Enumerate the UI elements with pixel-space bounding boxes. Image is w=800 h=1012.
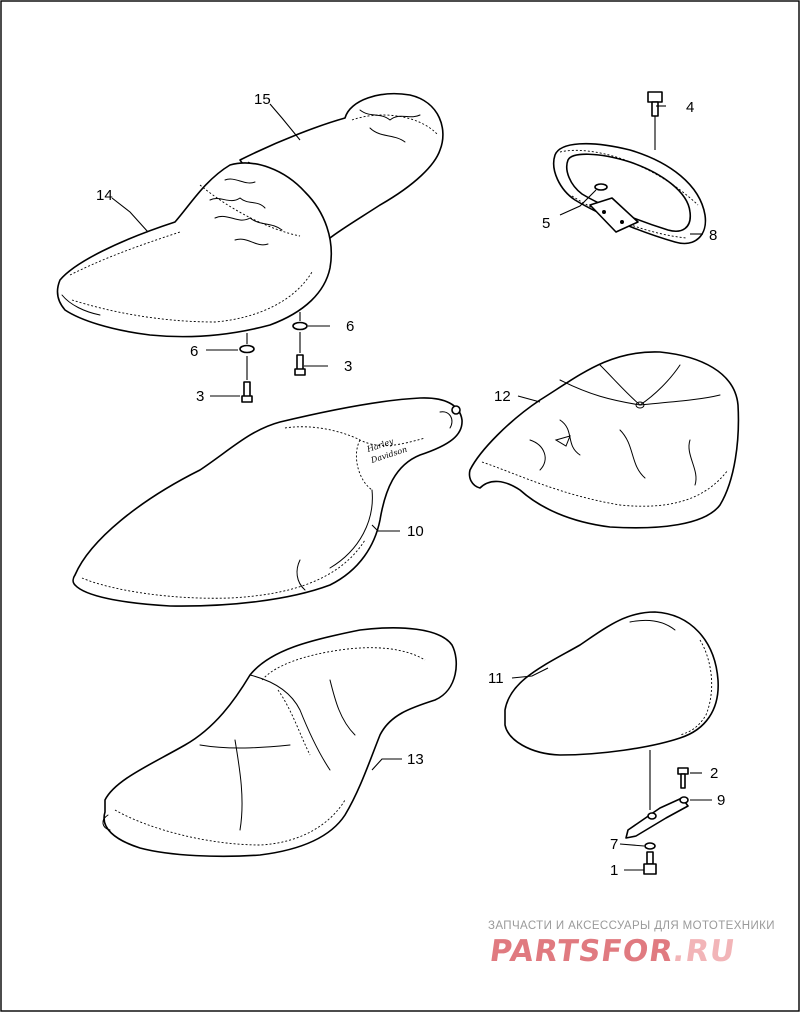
watermark-logo-tld: .RU [670, 934, 738, 969]
callout-13: 13 [407, 751, 424, 768]
callout-12: 12 [494, 388, 511, 405]
seat-13 [102, 627, 458, 858]
strap-8 [553, 91, 707, 245]
seat-12 [468, 351, 740, 529]
callout-7: 7 [610, 836, 618, 853]
watermark-logo: PARTSFOR.RU [488, 934, 738, 969]
seat-11 [504, 611, 719, 875]
callout-3-right: 3 [344, 358, 352, 375]
callout-1: 1 [610, 862, 618, 879]
callout-4: 4 [686, 99, 694, 116]
callout-15: 15 [254, 91, 271, 108]
callout-5: 5 [542, 215, 550, 232]
callout-8: 8 [709, 227, 717, 244]
callout-2: 2 [710, 765, 718, 782]
callout-10: 10 [407, 523, 424, 540]
seat-14-15 [56, 93, 444, 403]
watermark-tagline: ЗАПЧАСТИ И АКСЕССУАРЫ ДЛЯ МОТОТЕХНИКИ [488, 920, 775, 932]
callout-11: 11 [488, 670, 504, 687]
callout-14: 14 [96, 187, 113, 204]
callout-labels: 15 14 4 5 8 6 6 3 3 12 10 11 13 2 9 7 1 [96, 91, 725, 879]
watermark-logo-main: PARTSFOR [487, 934, 676, 969]
seat-10: Harley Davidson [72, 397, 463, 607]
callout-3-left: 3 [196, 388, 204, 405]
callout-6-left: 6 [190, 343, 198, 360]
callout-6-right: 6 [346, 318, 354, 335]
callout-9: 9 [717, 792, 725, 809]
leader-lines [111, 103, 712, 871]
